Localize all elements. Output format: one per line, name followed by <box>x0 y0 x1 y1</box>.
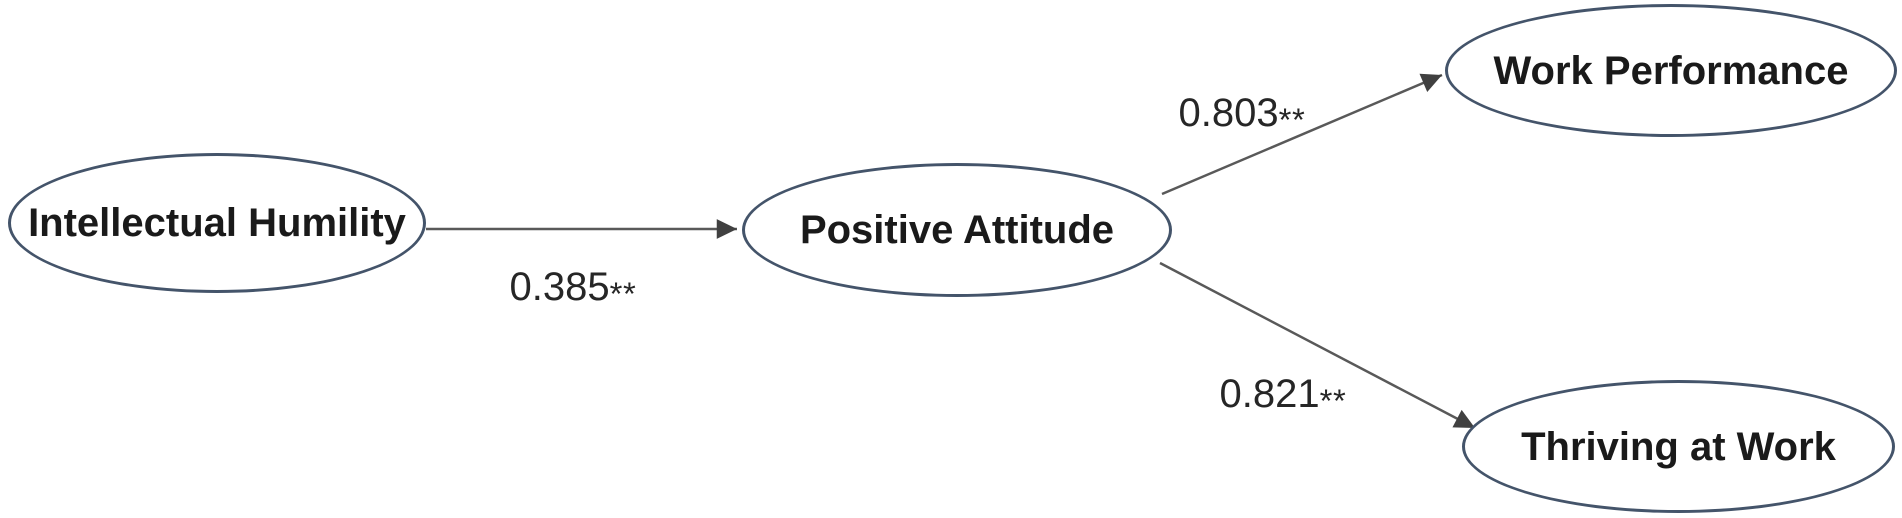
node-positive-attitude: Positive Attitude <box>742 163 1172 297</box>
coefficient-value: 0.821 <box>1219 372 1320 416</box>
coefficient-pa-to-tw: 0.821** <box>1219 372 1347 417</box>
coefficient-value: 0.803 <box>1178 91 1279 135</box>
node-label-work-performance: Work Performance <box>1493 48 1849 93</box>
coefficient-pa-to-wp: 0.803** <box>1178 91 1306 136</box>
node-thriving-at-work: Thriving at Work <box>1462 380 1895 513</box>
node-label-positive-attitude: Positive Attitude <box>799 208 1115 252</box>
significance-stars: ** <box>609 275 637 313</box>
coefficient-ih-to-pa: 0.385** <box>509 265 637 310</box>
node-label-thriving-at-work: Thriving at Work <box>1521 424 1836 469</box>
node-intellectual-humility: Intellectual Humility <box>8 153 426 293</box>
coefficient-value: 0.385 <box>509 265 610 309</box>
node-label-intellectual-humility: Intellectual Humility <box>28 201 406 245</box>
node-work-performance: Work Performance <box>1445 4 1897 137</box>
significance-stars: ** <box>1278 101 1306 139</box>
significance-stars: ** <box>1319 382 1347 420</box>
